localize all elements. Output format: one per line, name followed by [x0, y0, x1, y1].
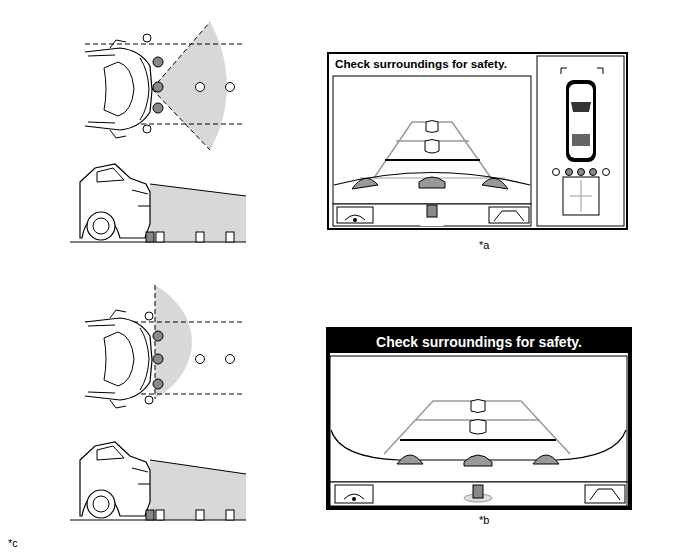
callout-letter: *a: [479, 239, 489, 251]
screen-message: Check surroundings for safety.: [330, 331, 628, 353]
display-screen: Check surroundings for safety.: [326, 327, 632, 510]
screen-message: Check surroundings for safety.: [329, 54, 626, 73]
callout-letter: *c: [8, 537, 18, 549]
display-screen: Check surroundings for safety.: [327, 52, 628, 230]
callout-letter: *b: [479, 514, 489, 526]
